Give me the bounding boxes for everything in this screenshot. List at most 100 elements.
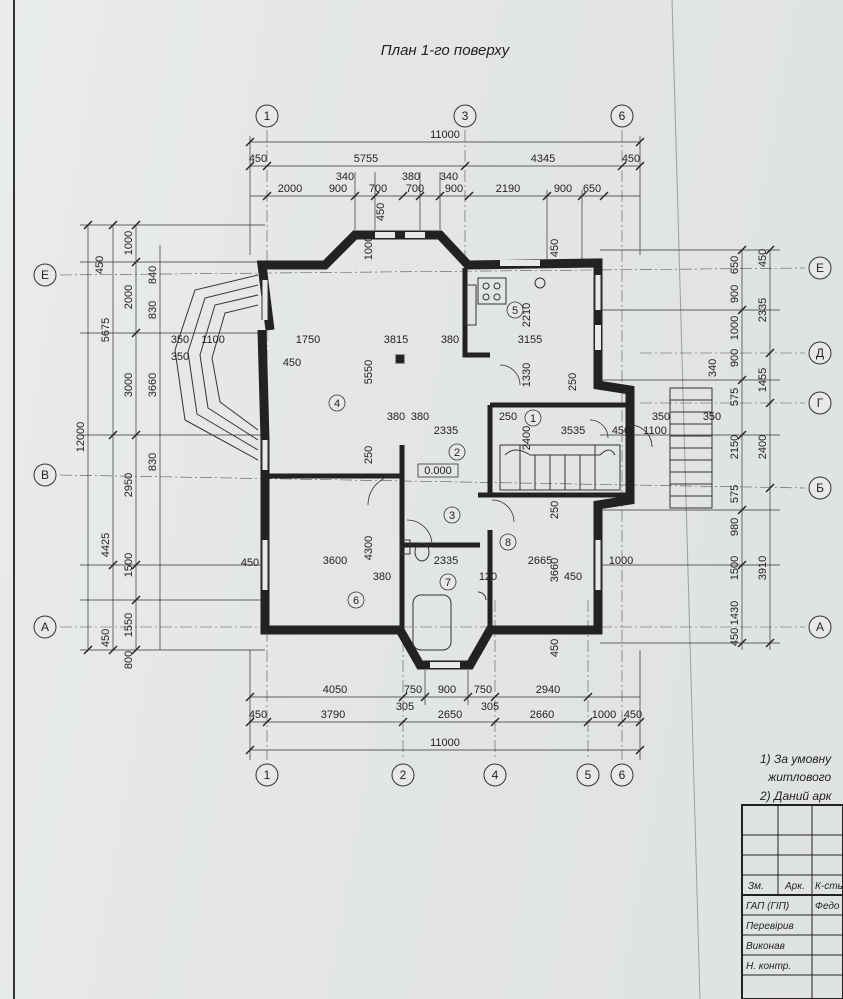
dim-text: 350	[652, 411, 670, 423]
dim-text: 3660	[147, 373, 159, 397]
dim-text: 900	[438, 684, 456, 696]
stamp-header: Арк.	[784, 881, 805, 892]
kitchen-counter-icon	[465, 284, 477, 326]
title-block-text: Зм. Арк. К-сть ГАП (ГІП) Федо Перевірив …	[746, 881, 843, 972]
dim-text: 750	[474, 684, 492, 696]
room-number: 4	[334, 398, 340, 410]
stove-icon	[477, 277, 507, 305]
dim-text: 2210	[521, 303, 533, 327]
stamp-header: Зм.	[748, 881, 764, 892]
dim-text: 900	[729, 285, 741, 303]
interior-walls	[268, 268, 630, 630]
title-block	[741, 804, 843, 999]
dim-text: 120	[479, 571, 497, 583]
stamp-row: Перевірив	[746, 921, 794, 932]
dim-text: 450	[249, 153, 267, 165]
dim-text: 450	[549, 239, 561, 257]
paper-fold	[671, 0, 701, 999]
dim-text: 575	[729, 388, 741, 406]
dim-text: 830	[147, 453, 159, 471]
top-dimensions: 11000 450 5755 4345 450 340 380 340 2000…	[249, 129, 640, 195]
dim-text: 2000	[123, 285, 135, 309]
dim-text: 4050	[323, 684, 347, 696]
dim-text: 1000	[123, 231, 135, 255]
dim-text: 12000	[75, 422, 87, 453]
dim-text: 250	[363, 446, 375, 464]
dimension-lines	[80, 136, 780, 760]
right-dimensions: 650 900 1000 900 340 575 2150 575 980 15…	[707, 249, 769, 646]
interior-staircase	[499, 444, 621, 491]
level-mark: 0.000	[424, 465, 452, 477]
room-number: 3	[449, 510, 455, 522]
room-markers	[328, 301, 542, 609]
dim-text: 450	[94, 256, 106, 274]
room-number: 2	[454, 447, 460, 459]
dim-text: 450	[375, 203, 387, 221]
dim-text: 340	[440, 171, 458, 183]
axis-label-right: А	[816, 620, 824, 634]
dim-text: 3535	[561, 425, 585, 437]
dim-text: 5550	[363, 360, 375, 384]
dim-text: 450	[624, 709, 642, 721]
dim-text: 1430	[729, 601, 741, 625]
dim-text: 1330	[521, 363, 533, 387]
dim-text: 800	[123, 651, 135, 669]
dim-text: 2000	[278, 183, 302, 195]
axis-label-right: Е	[816, 261, 824, 275]
fixtures	[395, 277, 546, 651]
plan-title: План 1-го поверху	[381, 42, 511, 59]
dim-text: 11000	[430, 129, 460, 141]
dim-text: 900	[554, 183, 572, 195]
dim-text: 380	[441, 334, 459, 346]
dim-text: 1550	[123, 613, 135, 637]
room-number: 1	[530, 413, 536, 425]
dim-text: 1000	[729, 316, 741, 340]
dim-text: 750	[404, 684, 422, 696]
dim-text: 3600	[323, 555, 347, 567]
dim-text: 2335	[757, 298, 769, 322]
dim-text: 450	[283, 357, 301, 369]
room-number: 8	[505, 537, 511, 549]
dim-text: 350	[171, 351, 189, 363]
sink-icon	[534, 277, 546, 289]
dim-text: 1750	[296, 334, 320, 346]
dim-text: 1000	[363, 236, 375, 260]
axis-label-bottom: 5	[585, 768, 592, 782]
dim-text: 380	[402, 171, 420, 183]
dim-text: 1000	[609, 555, 633, 567]
dim-text: 4345	[531, 153, 555, 165]
axis-label-right: Д	[816, 346, 824, 360]
dim-text: 380	[373, 571, 391, 583]
axis-label-right: Б	[816, 481, 824, 495]
dim-text: 11000	[430, 737, 460, 749]
dim-text: 450	[100, 629, 112, 647]
dim-text: 3155	[518, 334, 542, 346]
note-line: 2) Даний арк	[759, 789, 833, 803]
door-swings	[367, 364, 653, 546]
dim-text: 900	[445, 183, 463, 195]
dim-text: 1500	[729, 556, 741, 580]
dim-text: 450	[729, 628, 741, 646]
dim-text: 2150	[729, 435, 741, 459]
interior-dimensions: 1100 350 350 450 1750 3815 380 3155 5550…	[171, 203, 721, 657]
axis-label-top: 6	[619, 109, 626, 123]
dim-text: 450	[757, 249, 769, 267]
axis-label-left: В	[41, 468, 49, 482]
dim-text: 380	[387, 411, 405, 423]
stamp-name: Федо	[815, 901, 840, 912]
dim-text: 2400	[521, 426, 533, 450]
dim-text: 1000	[592, 709, 616, 721]
dim-text: 4300	[363, 536, 375, 560]
dim-text: 1455	[757, 368, 769, 392]
dim-text: 250	[499, 411, 517, 423]
axis-label-left: Е	[41, 268, 49, 282]
dim-text: 305	[481, 701, 499, 713]
dim-text: 3000	[123, 373, 135, 397]
dim-text: 450	[241, 557, 259, 569]
dim-text: 350	[703, 411, 721, 423]
dim-text: 700	[406, 183, 424, 195]
axis-bubbles	[33, 104, 832, 787]
dim-text: 2665	[528, 555, 552, 567]
